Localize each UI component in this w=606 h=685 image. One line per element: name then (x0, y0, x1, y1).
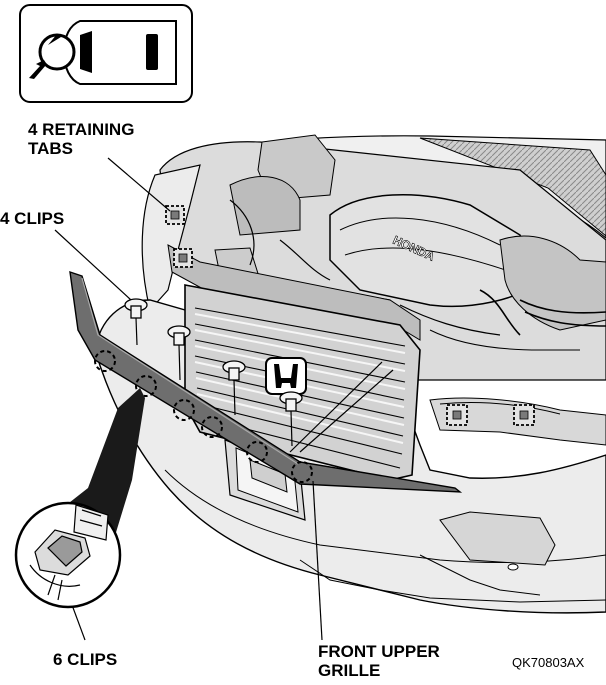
retaining-tab-icons (170, 210, 529, 420)
four-clips-label: 4 CLIPS (0, 209, 65, 228)
clip-2 (167, 325, 191, 381)
clip-positions (94, 350, 313, 483)
clip-1 (124, 298, 148, 346)
figure-code: QK70803AX (512, 655, 585, 670)
engine-bay: HONDA (159, 134, 606, 381)
clip-4 (279, 391, 303, 447)
front-upper-grille-label-line1: FRONT UPPER (318, 642, 440, 661)
retaining-tabs-label-line2: TABS (28, 139, 74, 158)
retaining-tabs-label-line1: 4 RETAINING (28, 120, 135, 139)
clip-detail-icon (14, 388, 145, 609)
leader-lines (54, 157, 394, 641)
honda-emblem (265, 357, 307, 395)
front-upper-grille-label: FRONT UPPER GRILLE (318, 642, 440, 680)
retaining-tabs-label: 4 RETAINING TABS (28, 120, 134, 158)
upper-clips (124, 298, 303, 447)
six-clips-label: 6 CLIPS (53, 650, 118, 669)
clip-3 (222, 360, 246, 416)
vehicle-front-view-icon (19, 4, 193, 103)
front-upper-grille-part (69, 270, 463, 493)
front-upper-grille-label-line2: GRILLE (318, 661, 381, 680)
